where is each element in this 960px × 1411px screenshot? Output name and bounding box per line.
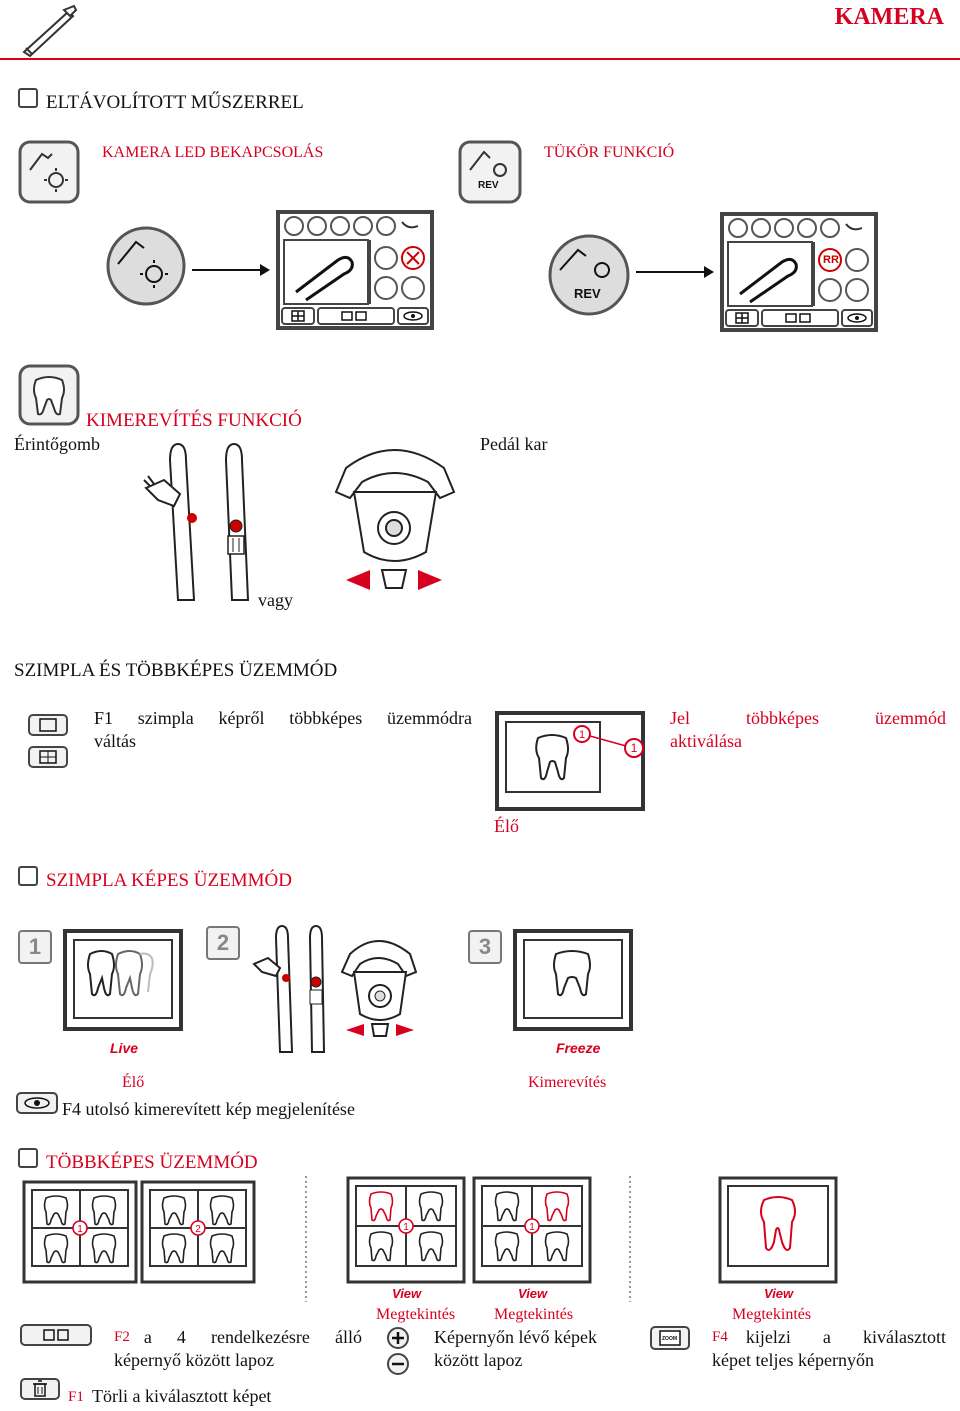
f2-line: F2 a 4 rendelkezésre álló (114, 1327, 362, 1348)
modes-title: SZIMPLA ÉS TÖBBKÉPES ÜZEMMÓD (14, 660, 338, 681)
zoom-key-icon (650, 1326, 690, 1350)
mirror-key-icon (458, 140, 522, 204)
f1-delete-description: Törli a kiválasztott képet (92, 1386, 272, 1406)
f2-description: a 4 rendelkezésre álló (143, 1327, 362, 1347)
camera-instrument-icon (22, 4, 78, 58)
step2-illustration (252, 924, 418, 1053)
f2-description-cont: képernyő között lapoz (114, 1350, 274, 1370)
freeze-function-title: KIMEREVÍTÉS FUNKCIÓ (86, 410, 302, 431)
pedal-lever-label: Pedál kar (480, 434, 548, 454)
mirror-label: TÜKÖR FUNKCIÓ (544, 144, 675, 161)
led-screen-panel (276, 210, 434, 330)
mirror-key-text: REV (478, 180, 499, 191)
page-title: KAMERA (834, 4, 944, 30)
rev-circle-icon (548, 234, 630, 316)
mark-description-cont: aktiválása (670, 731, 742, 751)
mark-screen-illustration: 1 1 (495, 711, 645, 811)
arrow-right-icon (636, 266, 714, 278)
eye-key-icon (16, 1092, 58, 1114)
section-checkbox (18, 866, 38, 886)
step-number: 3 (478, 934, 492, 959)
f4-zoom-description-cont: képet teljes képernyőn (712, 1350, 874, 1370)
rev-screen-panel (720, 212, 878, 332)
svg-text:1: 1 (529, 1222, 535, 1233)
svg-text:1: 1 (403, 1222, 409, 1233)
nav-description: Képernyőn lévő képek (434, 1327, 597, 1347)
f4-line: F4 kijelzi a kiválasztott (712, 1327, 946, 1348)
f2-key-label: F2 (114, 1329, 130, 1345)
f4-zoom-description: kijelzi a kiválasztott (745, 1327, 946, 1347)
step-badge-3: 3 (468, 930, 502, 964)
minus-key-icon (387, 1353, 409, 1375)
multi-page-key-icon (20, 1324, 92, 1346)
f4-description: F4 utolsó kimerevített kép megjelenítése (62, 1099, 355, 1119)
led-circle-icon (106, 226, 186, 306)
section-heading-removed-instrument: ELTÁVOLÍTOTT MŰSZERREL (46, 92, 304, 113)
view-script-label: View (764, 1286, 794, 1301)
view-caption: Megtekintés (732, 1306, 812, 1323)
arrow-right-icon (192, 264, 270, 276)
header-divider (0, 58, 960, 60)
freeze-script-label: Freeze (556, 1040, 601, 1056)
svg-text:1: 1 (77, 1224, 83, 1235)
trash-key-icon (20, 1378, 60, 1400)
plus-key-icon (387, 1327, 409, 1349)
step-number: 1 (28, 934, 42, 959)
mark-description: Jel többképes üzemmód (670, 708, 946, 728)
rev-screen-badge: RR (823, 254, 839, 266)
rev-circle-text: REV (574, 286, 601, 301)
section-checkbox (18, 1148, 38, 1168)
freeze-screen-illustration (513, 929, 633, 1031)
live-screen-illustration (63, 929, 183, 1031)
view-caption: Megtekintés (376, 1306, 456, 1323)
nav-description-cont: között lapoz (434, 1350, 523, 1370)
single-view-key-icon (28, 714, 68, 736)
live-caption: Élő (122, 1074, 145, 1091)
svg-text:1: 1 (631, 741, 638, 755)
f4-key-label: F4 (712, 1329, 728, 1345)
svg-text:1: 1 (579, 729, 585, 741)
led-label: KAMERA LED BEKAPCSOLÁS (102, 144, 324, 161)
step-badge-2: 2 (206, 926, 240, 960)
or-label: vagy (258, 590, 293, 610)
foot-pedal-illustration (334, 449, 456, 590)
live-label: Élő (494, 816, 519, 836)
multi-screens-illustration: 1 2 1 1 (22, 1176, 838, 1302)
section-heading-single: SZIMPLA KÉPES ÜZEMMÓD (46, 870, 292, 891)
tooth-key-icon (18, 364, 80, 426)
view-script-label: View (392, 1286, 422, 1301)
live-script-label: Live (110, 1040, 139, 1056)
section-heading-multi: TÖBBKÉPES ÜZEMMÓD (46, 1152, 258, 1173)
step-badge-1: 1 (18, 930, 52, 964)
view-script-label: View (518, 1286, 548, 1301)
multi-view-key-icon (28, 746, 68, 768)
f1-description-cont: váltás (94, 731, 136, 751)
step-number: 2 (216, 930, 230, 955)
led-key-icon (18, 140, 80, 204)
section-checkbox (18, 88, 38, 108)
handpiece-illustration (143, 442, 250, 601)
touch-button-label: Érintőgomb (14, 434, 100, 454)
f1-description: F1 szimpla képről többképes üzemmódra (94, 708, 472, 728)
f1-key-label: F1 (68, 1389, 84, 1405)
svg-text:2: 2 (195, 1224, 201, 1235)
freeze-caption: Kimerevítés (528, 1074, 607, 1091)
zoom-key-text: ZOOM (662, 1336, 677, 1342)
view-caption: Megtekintés (494, 1306, 574, 1323)
